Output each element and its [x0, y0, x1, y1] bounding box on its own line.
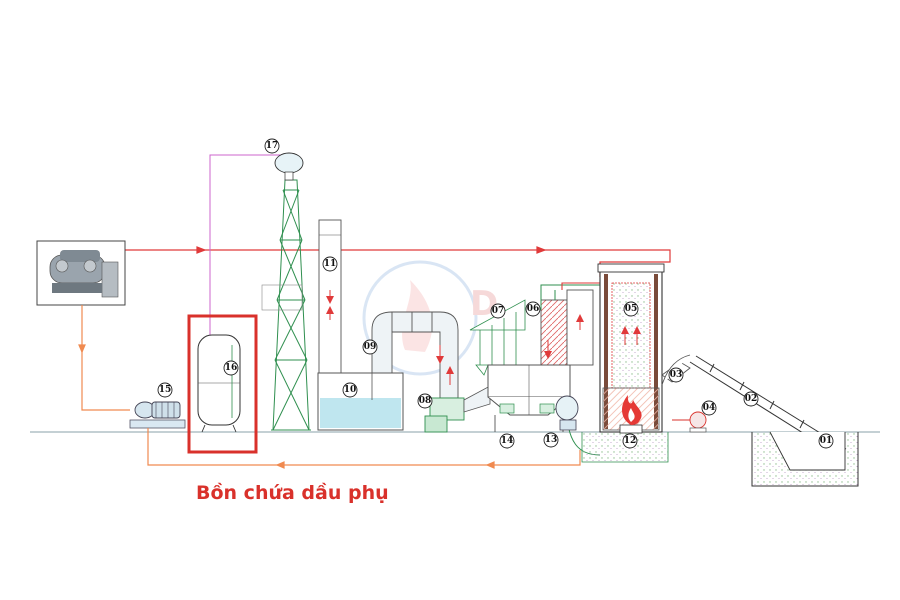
callout-13: 13	[543, 432, 559, 448]
supply-line-bottom	[147, 428, 581, 469]
callout-14: 14	[499, 433, 515, 449]
dust-collector-14	[487, 364, 571, 432]
duct-arrows	[436, 345, 454, 385]
callout-10: 10	[342, 382, 358, 398]
callout-11: 11	[322, 256, 338, 272]
auxiliary-oil-tank-16	[197, 334, 241, 433]
callout-01: 01	[818, 433, 834, 449]
svg-text:08: 08	[419, 396, 432, 406]
hot-oil-pipe-red	[561, 282, 600, 290]
heat-return-line	[125, 246, 671, 277]
svg-text:03: 03	[670, 370, 683, 380]
callout-07: 07	[490, 303, 506, 319]
callout-17: 17	[264, 138, 280, 154]
flame-icon	[621, 395, 642, 425]
callout-09: 09	[362, 339, 378, 355]
svg-text:16: 16	[225, 363, 238, 373]
callout-05: 05	[623, 301, 639, 317]
caption-auxiliary-oil-tank: Bồn chứa dầu phụ	[196, 482, 389, 504]
svg-text:10: 10	[344, 385, 357, 395]
svg-text:14: 14	[501, 436, 514, 446]
expansion-tank-17	[274, 152, 304, 181]
condensate-line	[78, 305, 130, 411]
svg-text:12: 12	[624, 436, 637, 446]
callout-12: 12	[622, 433, 638, 449]
highlight-box	[187, 314, 258, 454]
expansion-line	[209, 154, 285, 335]
svg-text:07: 07	[492, 306, 505, 316]
callout-03: 03	[668, 367, 684, 383]
svg-text:11: 11	[324, 259, 337, 269]
callout-02: 02	[743, 391, 759, 407]
svg-text:04: 04	[703, 403, 716, 413]
svg-text:17: 17	[266, 141, 279, 151]
expansion-tower-17	[261, 179, 311, 431]
svg-text:02: 02	[745, 394, 758, 404]
induced-fan-08	[424, 385, 491, 433]
svg-text:06: 06	[527, 304, 540, 314]
callout-16: 16	[223, 360, 239, 376]
scrubber-tank-10	[317, 372, 404, 431]
blower-04	[672, 411, 707, 433]
chimney-11	[318, 219, 342, 376]
economizer-06	[540, 289, 594, 366]
callout-06: 06	[525, 301, 541, 317]
svg-text:15: 15	[159, 385, 172, 395]
circulation-pump-13	[555, 395, 579, 431]
svg-text:13: 13	[545, 435, 558, 445]
pump-15	[129, 401, 186, 429]
dyeing-machine	[36, 240, 126, 306]
callout-04: 04	[701, 400, 717, 416]
svg-text:01: 01	[820, 436, 833, 446]
callout-08: 08	[417, 393, 433, 409]
boiler-pit	[581, 432, 669, 463]
callout-15: 15	[157, 382, 173, 398]
fuel-pit-01	[751, 431, 859, 487]
svg-text:09: 09	[364, 342, 377, 352]
svg-text:05: 05	[625, 304, 638, 314]
